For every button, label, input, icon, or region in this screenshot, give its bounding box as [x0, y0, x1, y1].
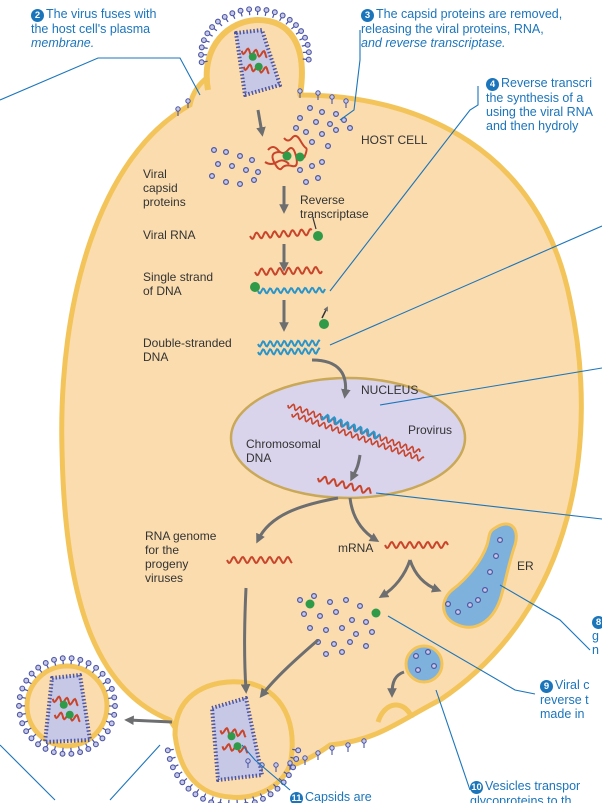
step-8-callout: 8 g n — [592, 614, 602, 657]
step-8-line-2: n — [592, 643, 599, 657]
arrow-to-rna-genome — [256, 496, 339, 544]
step-4-line-3: using the viral RNA — [486, 105, 593, 119]
reverse-transcriptase-enzyme-3 — [319, 319, 329, 329]
provirus-label: Provirus — [408, 423, 453, 437]
arrow-to-er — [408, 559, 442, 593]
mrna-label: mRNA — [338, 541, 374, 555]
arrow-to-capsid-proteins — [378, 559, 412, 599]
new-reverse-transcriptase-2 — [371, 608, 381, 618]
released-rna-tangle — [264, 134, 308, 171]
reverse-transcriptase-pointer — [312, 217, 317, 230]
step-11-number: 11 — [290, 792, 303, 803]
nucleus-label: NUCLEUS — [361, 383, 419, 397]
single-strand-label: Single strand of DNA — [143, 270, 214, 298]
step-4-number: 4 — [486, 78, 499, 91]
endoplasmic-reticulum — [442, 522, 518, 629]
reverse-transcriptase-label: Reverse transcriptase — [300, 193, 369, 221]
er-label: ER — [517, 559, 534, 573]
step-10-number: 10 — [470, 781, 483, 794]
budding-virus-glycoproteins — [164, 747, 302, 803]
capsid-proteins-new — [297, 592, 376, 657]
arrow-to-mrna — [348, 497, 380, 543]
reverse-transcriptase-1 — [282, 151, 292, 161]
step-3-line-1: The capsid proteins are removed, — [376, 7, 563, 21]
chromosomal-dna-label: Chromosomal DNA — [246, 437, 321, 465]
membrane-glycoproteins — [175, 88, 367, 772]
step-3-line-3: and reverse transcriptase. — [361, 36, 506, 50]
step-2-line-3: membrane. — [31, 36, 95, 50]
viral-capsid-label: Viral capsid proteins — [143, 167, 186, 209]
transcribed-rna — [317, 475, 372, 494]
step-2-line-2: the host cell's plasma — [31, 22, 151, 36]
step-8-number: 8 — [592, 616, 602, 629]
step-2-line-1: The virus fuses with — [46, 7, 157, 21]
host-cell-label: HOST CELL — [361, 133, 428, 147]
step-8-line-1: g — [592, 629, 599, 643]
arrow-transcription — [350, 454, 362, 482]
released-virus-glycoproteins — [16, 655, 118, 757]
step-9-number: 9 — [540, 680, 553, 693]
transport-vesicle — [404, 644, 444, 684]
released-virus-capsid — [43, 673, 92, 744]
single-dna-strand — [257, 286, 326, 295]
step-10-line-1: Vesicles transpor — [485, 779, 581, 793]
viral-rna-label: Viral RNA — [143, 228, 196, 242]
arrow-into-nucleus — [311, 358, 351, 399]
reverse-transcriptase-enzyme-2 — [250, 282, 260, 292]
arrow-release — [124, 715, 173, 726]
er-glycoproteins — [445, 536, 504, 615]
arrow-vesicle-to-membrane — [387, 670, 405, 698]
provirus-dna — [320, 413, 381, 440]
reverse-transcriptase-enzyme — [313, 231, 323, 241]
mrna-strand — [384, 540, 449, 550]
new-reverse-transcriptase-1 — [305, 599, 315, 609]
step-2-number: 2 — [31, 9, 44, 22]
step-3-number: 3 — [361, 9, 374, 22]
step-9-line-3: made in — [540, 707, 585, 721]
capsid-proteins-cytoplasm — [209, 147, 326, 188]
callout-leaders — [0, 30, 602, 801]
viral-rna-strand — [249, 227, 313, 240]
membrane-bud — [375, 702, 415, 723]
step-11-line-1: Capsids are — [305, 790, 372, 803]
arrow-uncoating — [256, 109, 266, 137]
reverse-transcriptase-2 — [295, 152, 305, 162]
double-stranded-label: Double-stranded DNA — [143, 336, 232, 364]
double-dna-strand-a — [257, 339, 321, 348]
step-9-line-1: Viral c — [555, 678, 590, 692]
rna-genome-strand — [226, 555, 293, 565]
process-arrows — [124, 109, 442, 726]
step-10-line-2: glycoproteins to th — [470, 794, 572, 803]
step-4-line-4: and then hydroly — [486, 119, 579, 133]
top-virus-glycoproteins — [198, 6, 312, 66]
step-9-line-2: reverse t — [540, 693, 589, 707]
step-4-line-1: Reverse transcri — [501, 76, 592, 90]
top-virus-capsid — [234, 28, 282, 97]
arrow-proteins-to-bud — [259, 638, 319, 699]
arrow-enzyme-leave — [321, 306, 328, 319]
double-dna-strand-b — [257, 347, 321, 356]
vesicle-glycoproteins — [413, 648, 438, 673]
rna-genome-label: RNA genome for the progeny viruses — [145, 529, 217, 585]
step-4-line-2: the synthesis of a — [486, 91, 584, 105]
step-3-line-2: releasing the viral proteins, RNA, — [361, 22, 544, 36]
arrow-genome-down — [240, 587, 251, 694]
